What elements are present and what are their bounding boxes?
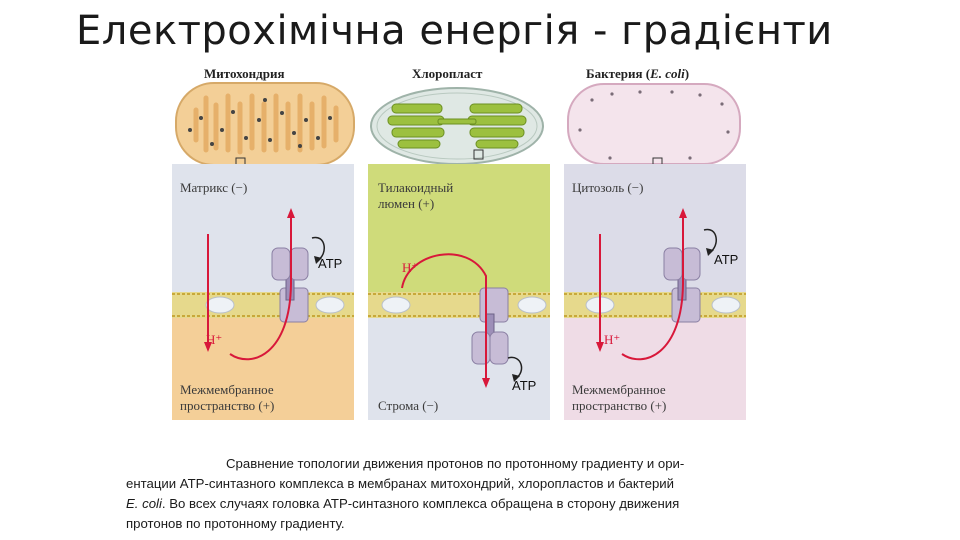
chloroplast-drawing [371,88,543,164]
atp-label-mito: ATP [318,256,342,271]
mitochondrion-drawing [176,83,354,167]
cytosol-label: Цитозоль (−) [572,180,643,195]
periplasm-label-line2: пространство (+) [572,398,666,413]
atp-label-bact: ATP [714,252,738,267]
caption-species: E. coli [126,496,162,511]
caption-line-3: E. coli. Во всех случаях головка ATP-син… [126,494,790,514]
bacterium-panel: Цитозоль (−) H⁺ ATP Межмембранное простр… [564,164,746,420]
matrix-label: Матрикс (−) [180,180,247,195]
caption-line-4: протонов по протонному градиенту. [126,514,790,534]
periplasm-label-line1: Межмембранное [572,382,666,397]
intermembrane-label-line2: пространство (+) [180,398,274,413]
proton-label-mito: H⁺ [206,332,222,347]
chloroplast-panel: Тилакоидный люмен (+) H⁺ ATP Строма (−) [368,164,550,420]
figure-caption: Сравнение топологии движения протонов по… [126,454,790,534]
intermembrane-label-line1: Межмембранное [180,382,274,397]
organelle-illustrations [0,0,960,170]
stroma-label: Строма (−) [378,398,438,413]
atp-label-chloro: ATP [512,378,536,393]
thylakoid-lumen-label-line1: Тилакоидный [378,180,453,195]
bacterium-drawing [568,84,740,167]
thylakoid-lumen-label-line2: люмен (+) [378,196,434,211]
proton-label-chloro: H⁺ [402,260,418,275]
proton-label-bact: H⁺ [604,332,620,347]
caption-line-1: Сравнение топологии движения протонов по… [126,454,790,474]
mitochondrion-panel: Матрикс (−) H⁺ ATP Межмембранное простра… [172,164,354,420]
caption-line-2: ентации ATP-синтазного комплекса в мембр… [126,474,790,494]
